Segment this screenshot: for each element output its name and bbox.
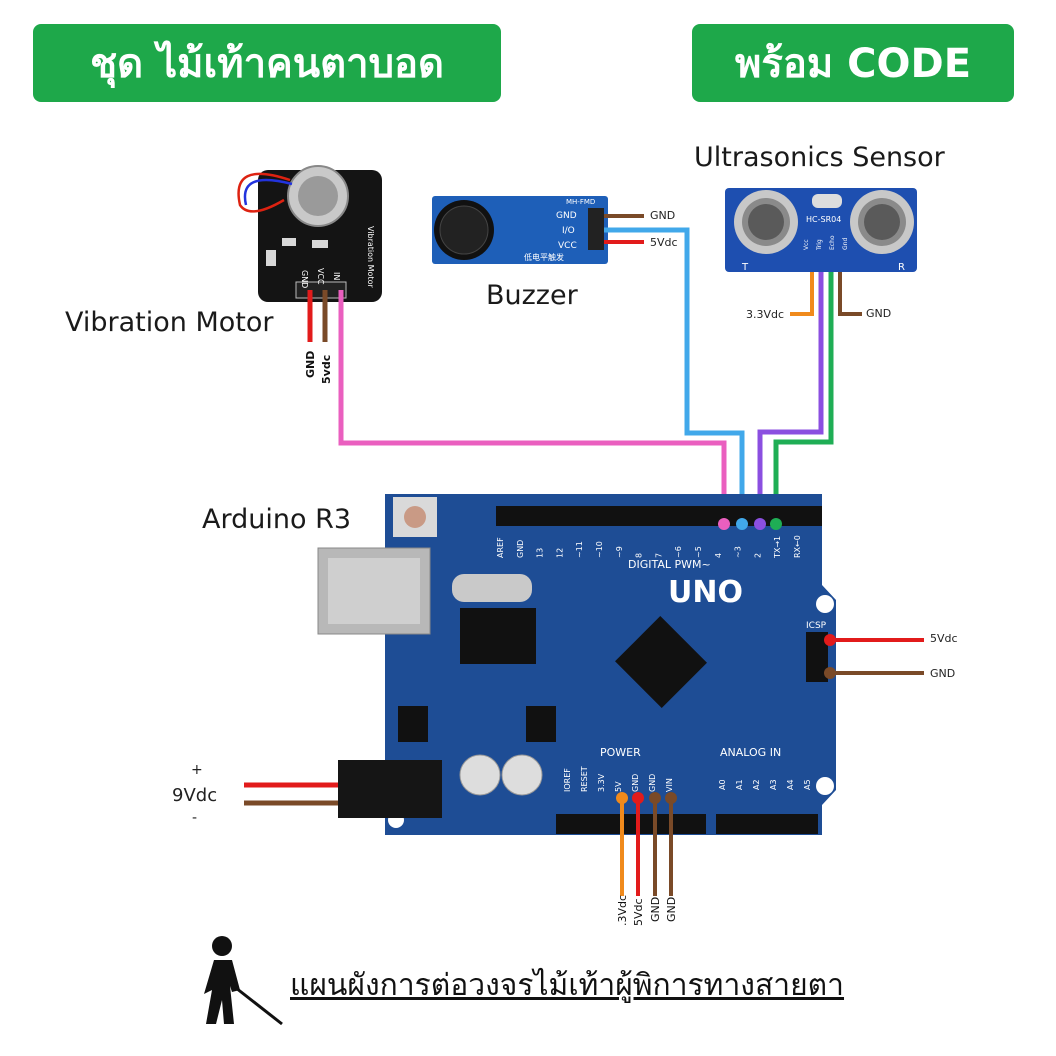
arduino-pin-label: VIN <box>665 778 674 792</box>
power-wire-gnd2: GND <box>665 896 678 922</box>
arduino-pin-label: 7 <box>654 553 663 558</box>
pin-dot-4 <box>736 518 748 530</box>
digital-pin-labels: AREF GND 13 12 ~11 ~10 ~9 8 7 ~6 ~5 4 ~3 2 TX→1 RX←0 <box>496 535 802 559</box>
ultrasonic-pin-trig: Trig <box>816 239 823 251</box>
buzzer-pin-gnd: GND <box>556 211 577 221</box>
arduino-pin-label: 12 <box>555 548 564 558</box>
ultrasonic-pin-vcc: Vcc <box>803 239 810 250</box>
arduino-logo: UNO <box>668 575 743 610</box>
ultrasonic-model: HC-SR04 <box>806 215 841 224</box>
motor-pin-in: IN <box>332 272 341 280</box>
buzzer-chinese-text: 低电平触发 <box>524 252 564 262</box>
vibration-motor-module: GND VCC IN Vibration Motor <box>237 165 382 302</box>
arduino-pin-label: GND <box>516 540 525 558</box>
arduino-pin-label: A5 <box>803 779 812 790</box>
arduino-pin-label: 8 <box>635 553 644 558</box>
arduino-board: UNO DIGITAL PWM~ POWER ANALOG IN ICSP AR… <box>317 494 836 835</box>
motor-pin-gnd: GND <box>300 270 309 288</box>
ultrasonic-module: HC-SR04 T R Vcc Trig Echo Gnd <box>725 188 917 273</box>
arduino-pin-label: TX→1 <box>773 536 782 559</box>
buzzer-model: MH-FMD <box>566 198 595 206</box>
buzzer-signal-wire <box>604 227 745 524</box>
arduino-pin-label: ~5 <box>694 546 703 558</box>
footer-title: แผนผังการต่อวงจรไม้เท้าผู้พิการทางสายตา <box>290 968 845 1003</box>
arduino-pin-label: 3.3V <box>597 773 606 792</box>
supply-plus: + <box>191 762 203 778</box>
arduino-pin-label: 2 <box>753 553 762 558</box>
buzzer-pin-io: I/O <box>562 226 575 236</box>
arduino-pin-label: A1 <box>735 779 744 790</box>
blind-person-cane-icon <box>204 936 283 1026</box>
arduino-pin-label: 13 <box>536 548 545 558</box>
power-wire-33v: .3Vdc <box>616 894 629 926</box>
buzzer-wire-5vdc: 5Vdc <box>650 236 678 249</box>
arduino-pin-label: IOREF <box>563 768 572 792</box>
motor-signal-wire <box>338 290 727 524</box>
buzzer-label: Buzzer <box>486 280 578 311</box>
ultrasonic-pin-echo: Echo <box>829 235 836 250</box>
motor-pin-vcc: VCC <box>316 268 325 285</box>
pin-dot-2 <box>770 518 782 530</box>
pin-dot-3 <box>754 518 766 530</box>
ultrasonic-side-t: T <box>741 262 749 273</box>
ultrasonic-wire-33v: 3.3Vdc <box>746 308 785 321</box>
arduino-pin-label: RX←0 <box>793 535 802 558</box>
ultrasonic-trig-wire <box>757 272 824 524</box>
ultrasonic-echo-wire <box>773 272 834 524</box>
arduino-digital-label: DIGITAL PWM~ <box>628 558 711 571</box>
arduino-pin-label: A4 <box>786 779 795 790</box>
ultrasonic-pin-gnd: Gnd <box>842 238 849 250</box>
arduino-pin-label: ~6 <box>674 546 683 558</box>
arduino-pin-label: RESET <box>580 766 589 792</box>
arduino-pin-label: 4 <box>714 553 723 558</box>
arduino-label: Arduino R3 <box>202 504 352 535</box>
supply-voltage: 9Vdc <box>172 785 218 806</box>
code-badge: พร้อม CODE <box>692 24 1014 102</box>
buzzer-pin-vcc: VCC <box>558 241 577 251</box>
icsp-wire-gnd: GND <box>930 667 956 680</box>
arduino-pin-label: ~9 <box>615 546 624 558</box>
arduino-pin-label: A2 <box>752 779 761 790</box>
arduino-power-label: POWER <box>600 746 641 759</box>
power-pin-labels: IOREF RESET 3.3V 5V GND GND VIN <box>563 766 674 792</box>
kit-title-badge: ชุด ไม้เท้าคนตาบอด <box>33 24 501 102</box>
icsp-wire-5vdc: 5Vdc <box>930 632 958 645</box>
arduino-pin-label: GND <box>648 774 657 792</box>
motor-board-text: Vibration Motor <box>366 226 375 288</box>
ultrasonic-vcc-wire <box>790 272 814 316</box>
power-wire-gnd1: GND <box>649 896 662 922</box>
analog-pin-labels: A0 A1 A2 A3 A4 A5 <box>718 779 812 790</box>
motor-wire-gnd: GND <box>304 350 317 378</box>
vibration-motor-label: Vibration Motor <box>65 307 274 338</box>
buzzer-wire-gnd: GND <box>650 209 676 222</box>
ultrasonic-label: Ultrasonics Sensor <box>694 142 945 173</box>
arduino-pin-label: AREF <box>496 537 505 558</box>
arduino-pin-label: ~3 <box>734 546 743 558</box>
ultrasonic-wire-gnd: GND <box>866 307 892 320</box>
arduino-pin-label: A3 <box>769 779 778 790</box>
ultrasonic-gnd-wire <box>838 272 862 316</box>
pin-dot-5 <box>718 518 730 530</box>
arduino-pin-label: GND <box>631 774 640 792</box>
arduino-pin-label: 5V <box>614 781 623 792</box>
arduino-pin-label: A0 <box>718 779 727 790</box>
power-wire-5v: 5Vdc <box>632 898 645 926</box>
arduino-analog-label: ANALOG IN <box>720 746 781 759</box>
supply-minus: - <box>192 810 198 826</box>
kit-title: ชุด ไม้เท้าคนตาบอด <box>90 41 444 87</box>
ultrasonic-side-r: R <box>898 262 905 273</box>
arduino-pin-label: ~10 <box>595 541 604 558</box>
motor-wire-5vdc: 5vdc <box>320 354 333 384</box>
arduino-icsp-label: ICSP <box>806 621 827 631</box>
buzzer-module: GND I/O VCC MH-FMD 低电平触发 <box>432 196 608 264</box>
code-badge-label: พร้อม CODE <box>734 41 972 87</box>
arduino-pin-label: ~11 <box>575 541 584 558</box>
